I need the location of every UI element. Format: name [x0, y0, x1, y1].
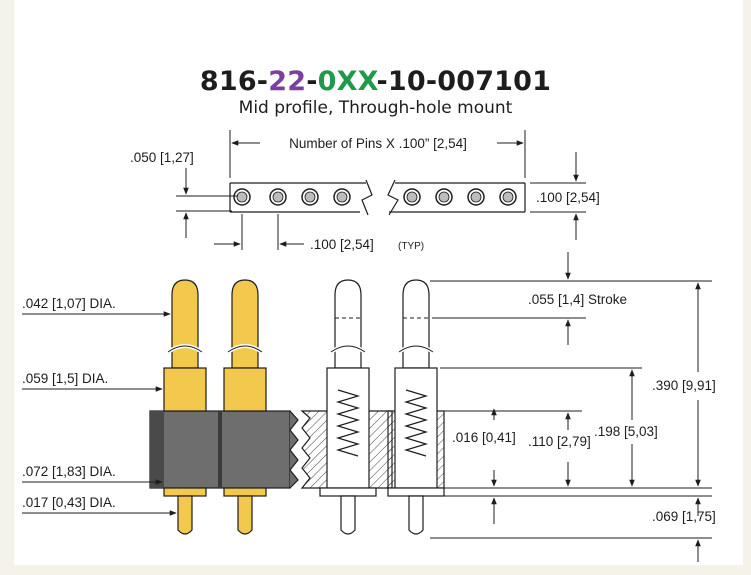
pin-barrel — [163, 367, 207, 412]
bottom-border — [0, 565, 751, 575]
part-number-sep: - — [306, 66, 318, 97]
section-tail — [408, 495, 424, 535]
right-border — [743, 0, 751, 575]
pin-plunger — [231, 279, 259, 369]
top-view: Number of Pins X .100” [2,54] .050 [1,27… — [130, 130, 600, 252]
pin-plunger — [171, 279, 199, 369]
tail-length-label: .069 [1,75] — [652, 509, 716, 524]
top-pin-center — [502, 191, 514, 203]
top-pin-center — [304, 191, 316, 203]
pin-break-line — [330, 345, 366, 353]
typ-suffix: (TYP) — [398, 241, 424, 252]
pin-flange — [163, 487, 207, 497]
gold-pin — [223, 279, 267, 535]
section-barrel — [326, 367, 370, 489]
pin-flange — [223, 487, 267, 497]
insulator-shade — [150, 411, 164, 488]
insulator-break — [289, 410, 299, 489]
flange-dia-label: .072 [1,83] DIA. — [22, 464, 116, 479]
pin-barrel — [223, 367, 267, 412]
height-label: .100 [2,54] — [536, 190, 600, 205]
left-border — [0, 0, 14, 575]
section-flange — [319, 487, 377, 497]
part-number-variant: 0XX — [317, 66, 377, 97]
tip-dia-label: .042 [1,07] DIA. — [22, 296, 116, 311]
top-strip-outline — [229, 182, 526, 213]
body-dia-label: .059 [1,5] DIA. — [22, 371, 108, 386]
top-pin-circles — [233, 188, 517, 206]
tail-dia-label: .017 [0,43] DIA. — [22, 495, 116, 510]
left-callouts: .042 [1,07] DIA. .059 [1,5] DIA. .072 [1… — [22, 296, 177, 516]
pin-tail — [237, 495, 253, 535]
top-pin-center — [438, 191, 450, 203]
section-barrel — [394, 367, 438, 489]
section-plunger — [402, 279, 430, 369]
side-view-section — [300, 279, 445, 535]
edge-label: .050 [1,27] — [130, 150, 194, 165]
pin-pitch-label: Number of Pins X .100” [2,54] — [289, 136, 467, 151]
above-board-label: .198 [5,03] — [594, 424, 658, 439]
part-number-title: 816-22-0XX-10-007101 — [0, 66, 751, 97]
section-pin — [319, 279, 377, 535]
spring-icon — [335, 389, 361, 457]
section-flange — [387, 487, 445, 497]
top-pin-center — [336, 191, 348, 203]
top-pin-center — [272, 191, 284, 203]
pin-break-line — [227, 345, 263, 353]
section-plunger — [334, 279, 362, 369]
section-tail — [340, 495, 356, 535]
part-number-prefix: 816- — [199, 66, 269, 97]
pin-tail — [177, 495, 193, 535]
break-symbol — [361, 179, 399, 216]
part-number-suffix: -10-007101 — [376, 66, 552, 97]
gold-pin — [163, 279, 207, 535]
pin-break-line — [167, 345, 203, 353]
stroke-label: .055 [1,4] Stroke — [528, 292, 627, 307]
overall-label: .390 [9,91] — [652, 378, 716, 393]
spring-icon — [403, 389, 429, 457]
section-pin — [387, 279, 445, 535]
top-pin-center — [236, 191, 248, 203]
subtitle: Mid profile, Through-hole mount — [238, 98, 513, 118]
gap-label: .016 [0,41] — [452, 430, 516, 445]
insulator-divider — [218, 411, 222, 488]
typ-label: .100 [2,54] — [310, 237, 374, 252]
top-pin-center — [406, 191, 418, 203]
insulator-label: .110 [2,79] — [528, 434, 591, 449]
pin-break-line — [398, 345, 434, 353]
part-number-series: 22 — [268, 66, 307, 97]
right-dimensions: .055 [1,4] Stroke .016 [0,41] .110 [2,79… — [430, 252, 716, 562]
top-pin-center — [470, 191, 482, 203]
side-view-solid — [149, 279, 299, 535]
